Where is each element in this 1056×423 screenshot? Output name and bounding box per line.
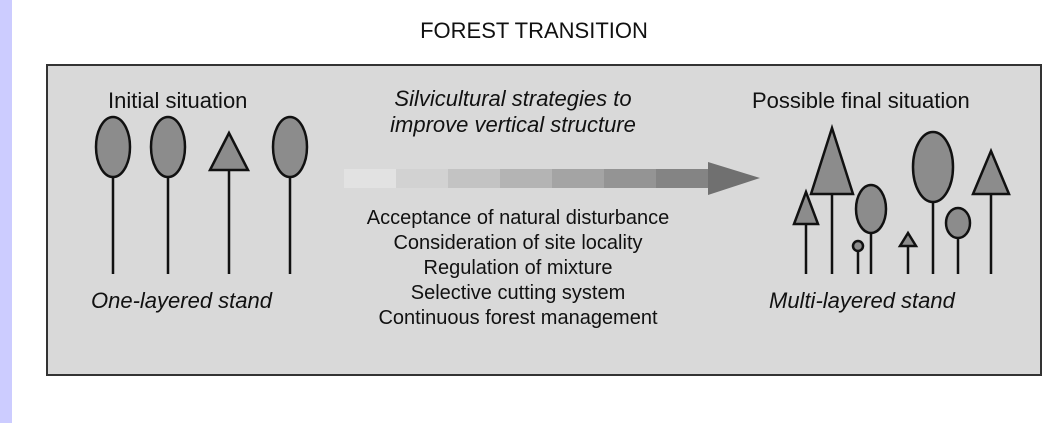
final-situation-heading: Possible final situation	[752, 88, 970, 113]
initial-situation-heading: Initial situation	[108, 88, 248, 113]
strategy-item: Acceptance of natural disturbance	[366, 207, 670, 229]
strategy-item: Selective cutting system	[410, 282, 626, 304]
multi-layered-stand-caption: Multi-layered stand	[769, 288, 955, 313]
tall-conifer-tree-icon	[809, 123, 855, 274]
arrow-head	[708, 162, 760, 195]
arrow-segment	[344, 169, 396, 188]
arrow-segment	[656, 169, 708, 188]
tiny-round-tree-icon	[851, 239, 865, 274]
page: FOREST TRANSITION Initial situation Poss…	[12, 0, 1056, 423]
arrow-segment	[500, 169, 552, 188]
arrow-segment	[448, 169, 500, 188]
strategies-heading-line2: improve vertical structure	[390, 112, 636, 137]
diagram-frame: Initial situation Possible final situati…	[46, 64, 1042, 376]
tall-oval-tree-icon	[911, 130, 955, 274]
small-round-tree-icon	[944, 206, 972, 274]
oval-tree-icon	[271, 115, 309, 274]
strategy-item: Consideration of site locality	[393, 232, 643, 254]
diagram-graphics	[94, 115, 1011, 274]
arrow-segment	[604, 169, 656, 188]
tall-conifer-tree-icon	[971, 147, 1011, 274]
medium-oval-tree-icon	[854, 183, 888, 274]
multi-layered-stand-trees	[792, 123, 1011, 274]
strategy-item: Regulation of mixture	[423, 257, 613, 279]
small-conifer-tree-icon	[792, 188, 820, 274]
strategies-heading-line1: Silvicultural strategies to	[394, 86, 632, 111]
strategies-heading: Silvicultural strategies to improve vert…	[348, 86, 678, 138]
strategy-item: Continuous forest management	[378, 307, 658, 329]
transition-arrow	[344, 162, 760, 195]
conifer-tree-icon	[207, 130, 251, 274]
arrow-segment	[396, 169, 448, 188]
strategies-list: Acceptance of natural disturbance Consid…	[318, 206, 718, 331]
arrow-segment	[552, 169, 604, 188]
oval-tree-icon	[94, 115, 132, 274]
one-layered-stand-caption: One-layered stand	[91, 288, 272, 313]
one-layered-stand-trees	[94, 115, 309, 274]
tiny-conifer-tree-icon	[897, 230, 919, 274]
oval-tree-icon	[149, 115, 187, 274]
diagram-title: FOREST TRANSITION	[420, 18, 648, 43]
